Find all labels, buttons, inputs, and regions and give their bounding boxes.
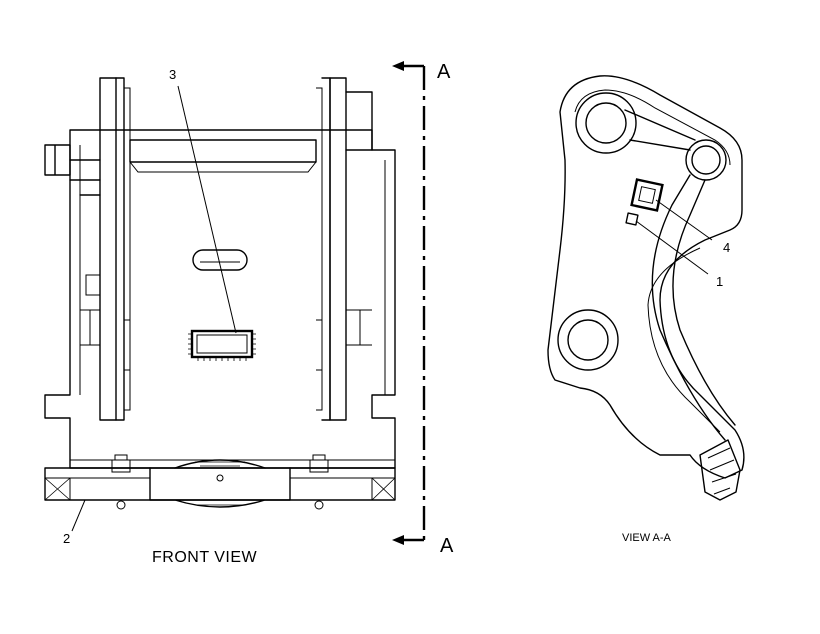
top-cross-member-lip <box>129 161 317 173</box>
bottom-rail <box>44 467 396 501</box>
right-end-cap-hatch <box>371 477 396 501</box>
callout-3: 3 <box>169 67 176 82</box>
frame-outline <box>44 129 396 469</box>
leader-4 <box>655 199 713 241</box>
section-mark-top: A <box>437 61 451 83</box>
left-small-block <box>85 274 101 296</box>
left-bracket-face <box>124 87 131 411</box>
view-a-a: 4 1 VIEW A-A <box>547 75 745 544</box>
frame-inner-outline <box>79 145 386 395</box>
link-arm <box>624 109 696 151</box>
hook-arm <box>651 174 736 441</box>
center-hub-ribs <box>195 461 245 506</box>
section-mark-bottom: A <box>440 535 454 557</box>
decal-4-symbol <box>638 186 656 204</box>
center-hub <box>149 459 291 508</box>
decal-1 <box>625 212 639 226</box>
callout-4: 4 <box>723 240 730 255</box>
left-end-cap-hatch <box>44 477 71 501</box>
center-hub-pin <box>216 474 224 482</box>
cylinder-fitting-detail <box>707 447 737 495</box>
left-stiffener <box>80 309 130 371</box>
leader-3 <box>177 85 237 334</box>
leader-1 <box>635 220 709 275</box>
upper-pin-bore-outer <box>575 92 637 154</box>
front-view: 3 2 FRONT VIEW <box>44 67 396 566</box>
lower-pin-bore <box>567 319 609 361</box>
bottom-rail-upper-edge <box>70 459 395 479</box>
top-cross-member <box>129 139 317 163</box>
right-pin-boss <box>345 91 373 151</box>
left-bracket-inner <box>115 77 125 421</box>
decal-4 <box>630 178 664 212</box>
callout-1: 1 <box>716 274 723 289</box>
bolt-heads <box>111 454 329 510</box>
right-bracket-inner <box>321 77 331 421</box>
front-view-caption: FRONT VIEW <box>152 549 258 566</box>
label-plate-inner <box>196 334 248 354</box>
callout-2: 2 <box>63 531 70 546</box>
section-view-caption: VIEW A-A <box>622 532 672 544</box>
left-pin-boss <box>44 144 71 176</box>
side-plate-outline <box>547 75 745 479</box>
upper-pin-bore <box>585 102 627 144</box>
section-line: A A <box>392 61 454 557</box>
right-stiffener <box>316 309 372 371</box>
label-plate-ticks <box>188 333 256 361</box>
link-pin <box>691 145 721 175</box>
link-pin-outer <box>685 139 727 181</box>
right-bracket-face <box>316 87 323 411</box>
leader-2 <box>71 499 86 532</box>
section-arrow-bottom <box>392 535 404 545</box>
side-plate-inner-edge <box>574 89 731 433</box>
section-arrow-top <box>392 61 404 71</box>
cylinder-fitting <box>699 439 741 501</box>
slot-opening <box>192 249 248 271</box>
left-upper-tab <box>69 159 101 196</box>
lower-pin-bore-outer <box>557 309 619 371</box>
